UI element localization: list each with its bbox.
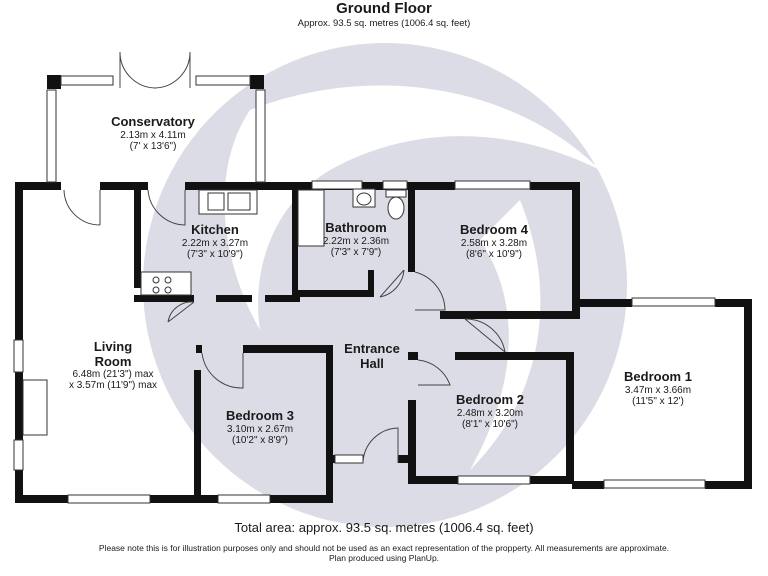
door-swings xyxy=(63,51,506,464)
room-label-bedroom-2: Bedroom 2 2.48m x 3.20m (8'1" x 10'6") xyxy=(430,392,550,430)
room-imperial: (8'6" x 10'9") xyxy=(466,248,522,260)
room-name-line-2: Room xyxy=(94,353,132,369)
room-metric: 2.22m x 2.36m xyxy=(322,235,390,247)
room-name: Bedroom 2 xyxy=(456,392,524,407)
kitchen-fittings xyxy=(140,189,258,296)
room-name-line-1: Entrance xyxy=(344,341,400,356)
disclaimer-note: Please note this is for illustration pur… xyxy=(40,543,728,563)
room-name-line-2: Hall xyxy=(360,355,384,371)
room-name: Bathroom xyxy=(325,220,387,235)
room-name: Bedroom 3 xyxy=(226,408,294,423)
watermark-logo xyxy=(143,43,627,527)
room-metric: 2.22m x 3.27m xyxy=(181,237,249,249)
room-name-line-1: Living xyxy=(93,339,133,354)
room-label-bathroom: Bathroom 2.22m x 2.36m (7'3" x 7'9") xyxy=(296,220,416,258)
room-imperial: x 3.57m (11'9") max xyxy=(68,380,158,392)
room-metric: 2.13m x 4.11m xyxy=(120,129,186,141)
room-imperial: (10'2" x 8'9") xyxy=(232,434,288,446)
room-label-conservatory: Conservatory 2.13m x 4.11m (7' x 13'6") xyxy=(93,114,213,152)
room-imperial: (7'3" x 7'9") xyxy=(330,246,382,258)
planup-credit: Plan produced using PlanUp. xyxy=(328,553,440,564)
room-label-bedroom-4: Bedroom 4 2.58m x 3.28m (8'6" x 10'9") xyxy=(434,222,554,260)
room-metric: 6.48m (21'3") max xyxy=(72,369,154,381)
room-imperial: (11'5" x 12') xyxy=(632,395,684,407)
room-metric: 3.47m x 3.66m xyxy=(624,384,692,396)
room-name: Kitchen xyxy=(191,222,239,237)
room-label-bedroom-1: Bedroom 1 3.47m x 3.66m (11'5" x 12') xyxy=(598,369,718,407)
room-label-bedroom-3: Bedroom 3 3.10m x 2.67m (10'2" x 8'9") xyxy=(200,408,320,446)
room-label-kitchen: Kitchen 2.22m x 3.27m (7'3" x 10'9") xyxy=(155,222,275,260)
room-label-living-room: Living Room 6.48m (21'3") max x 3.57m (1… xyxy=(43,339,183,392)
room-name: Conservatory xyxy=(111,114,195,129)
chimney-breast xyxy=(22,379,48,436)
room-imperial: (8'1" x 10'6") xyxy=(462,418,518,430)
room-metric: 2.58m x 3.28m xyxy=(460,237,528,249)
floor-area-subtitle: Approx. 93.5 sq. metres (1006.4 sq. feet… xyxy=(297,18,471,29)
room-imperial: (7'3" x 10'9") xyxy=(187,248,243,260)
page-title: Ground Floor xyxy=(336,0,432,17)
room-name: Bedroom 4 xyxy=(460,222,528,237)
room-metric: 2.48m x 3.20m xyxy=(456,407,524,419)
room-label-entrance-hall: Entrance Hall xyxy=(322,341,422,371)
room-metric: 3.10m x 2.67m xyxy=(226,423,294,435)
room-imperial: (7' x 13'6") xyxy=(129,140,177,152)
windows xyxy=(13,75,716,504)
total-area: Total area: approx. 93.5 sq. metres (100… xyxy=(234,520,534,535)
disclaimer-text: Please note this is for illustration pur… xyxy=(98,543,670,553)
bathroom-fittings xyxy=(297,188,407,247)
room-name: Bedroom 1 xyxy=(624,369,692,384)
